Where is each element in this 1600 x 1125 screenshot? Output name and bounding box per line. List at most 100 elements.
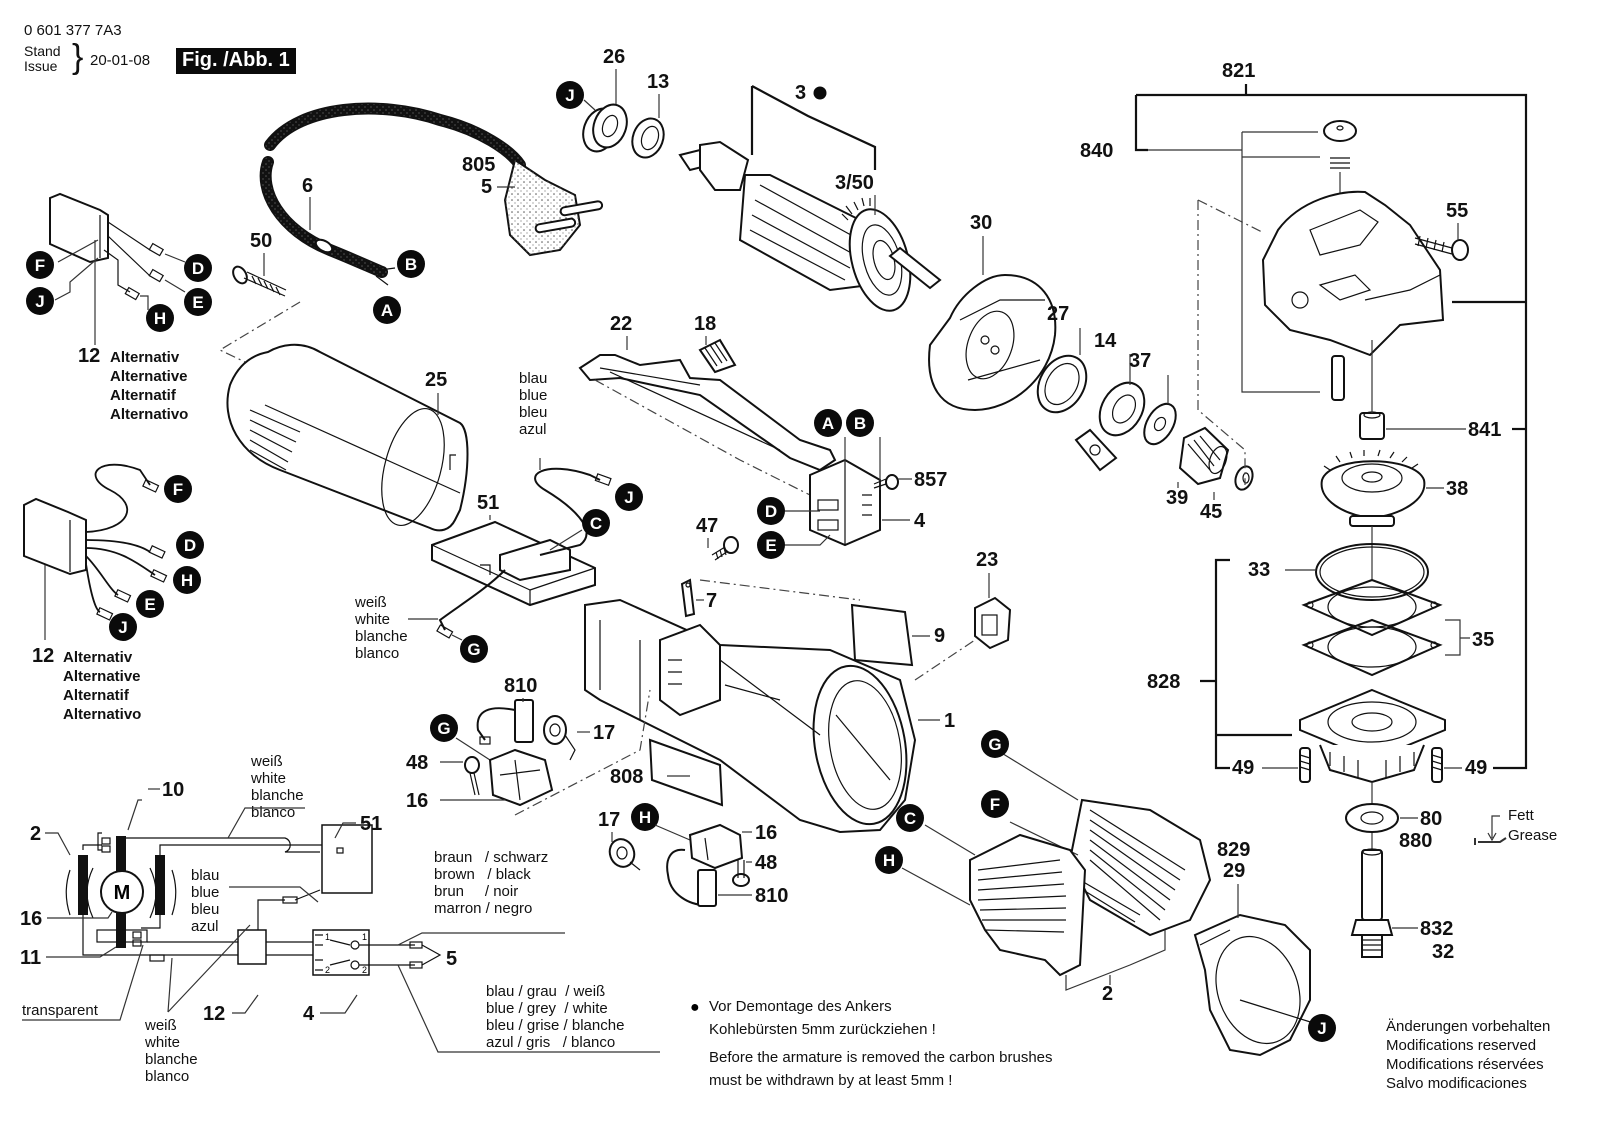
gear-housing-cover <box>1261 120 1445 357</box>
wire-color-white-es: blanco <box>355 645 399 662</box>
switch-terminal-2: 2 <box>362 965 367 975</box>
leader-s16 <box>47 911 113 919</box>
leader-G-51 <box>451 634 463 641</box>
wire-color-brown-de: braun / schwarz <box>434 849 548 866</box>
schematic-white-bottom-fr: blanche <box>145 1051 198 1068</box>
alt-label-en: Alternative <box>63 668 141 685</box>
svg-text:G: G <box>467 640 480 659</box>
leader-s51 <box>334 822 356 839</box>
pin-840 <box>1331 355 1345 401</box>
part-number-828: 828 <box>1147 671 1180 693</box>
svg-text:D: D <box>765 502 777 521</box>
connector-badge-H: H <box>146 304 174 332</box>
brush-holder-16-left <box>488 748 554 807</box>
alt-capacitor-12-bottom <box>23 463 168 640</box>
svg-text:E: E <box>144 595 155 614</box>
bracket-828 <box>1200 558 1292 770</box>
connector-badge-H: H <box>173 566 201 594</box>
dashdot-gear-axis <box>1197 200 1246 485</box>
part-number-80: 80 <box>1420 808 1442 830</box>
disclaimer-de: Änderungen vorbehalten <box>1386 1018 1550 1035</box>
bearing-flange-828 <box>1299 688 1446 784</box>
connector-badge-E: E <box>757 531 785 559</box>
connector-badge-J: J <box>26 287 54 315</box>
part-number-48: 48 <box>755 852 777 874</box>
wire-color-blue-es: azul <box>519 421 547 438</box>
field-coil-lower <box>901 824 1087 977</box>
alt-label-fr: Alternatif <box>63 687 130 704</box>
bearing-flange-27 <box>1036 354 1088 414</box>
o-ring-33 <box>1315 543 1429 601</box>
svg-text:C: C <box>904 809 916 828</box>
motor-label: M <box>114 882 131 904</box>
part-number-4: 4 <box>914 510 926 532</box>
svg-text:H: H <box>639 808 651 827</box>
label-plate-9 <box>850 603 914 667</box>
schematic-part-5: 5 <box>446 948 457 970</box>
schematic-part-4: 4 <box>303 1003 315 1025</box>
part-number-32: 32 <box>1432 941 1454 963</box>
part-number-49-left: 49 <box>1232 757 1254 779</box>
carbon-brush-810-left <box>476 699 534 745</box>
screw-49-left <box>1299 747 1311 783</box>
schematic-part-2: 2 <box>30 823 41 845</box>
switch-terminal-1: 1 <box>362 932 367 942</box>
alt-label-de: Alternativ <box>110 349 180 366</box>
part-number-841: 841 <box>1468 419 1501 441</box>
part-number-39: 39 <box>1166 487 1188 509</box>
svg-text:E: E <box>192 293 203 312</box>
part-number-832: 832 <box>1420 918 1453 940</box>
protection-guard-29 <box>1193 913 1321 1057</box>
grease-label-en: Grease <box>1508 827 1557 844</box>
part-number-1: 1 <box>944 710 955 732</box>
schematic-white-bottom-es: blanco <box>145 1068 189 1085</box>
wire-color-bgw-en: blue / grey / white <box>486 1000 608 1017</box>
washer-80 <box>1345 803 1399 833</box>
wire-color-brown-fr: brun / noir <box>434 883 518 900</box>
capacitor-51 <box>431 520 596 607</box>
power-cable-6 <box>259 102 526 286</box>
svg-text:G: G <box>437 719 450 738</box>
dashdot-rod <box>594 379 811 496</box>
bearing-13 <box>631 117 665 159</box>
svg-text:A: A <box>822 414 834 433</box>
bullet-note-marker <box>813 86 827 100</box>
connector-badge-D: D <box>176 531 204 559</box>
schematic-blue-de: blau <box>191 867 219 884</box>
connector-badge-J: J <box>1308 1014 1336 1042</box>
connector-badge-C: C <box>582 509 610 537</box>
part-number-17: 17 <box>598 809 620 831</box>
svg-text:E: E <box>765 536 776 555</box>
schematic-white-es: blanco <box>251 804 295 821</box>
white-wire <box>438 569 506 631</box>
note-bullet: ● <box>690 999 700 1016</box>
carbon-brush-810-right <box>666 848 717 907</box>
spring-17-left <box>543 715 576 761</box>
part-number-810: 810 <box>504 675 537 697</box>
leader-blue-grey-white <box>397 964 660 1053</box>
wire-color-white-de: weiß <box>354 594 387 611</box>
issue-date: 20-01-08 <box>90 52 151 69</box>
svg-text:D: D <box>184 536 196 555</box>
bearing-26 <box>582 103 628 153</box>
part-number-857: 857 <box>914 469 947 491</box>
switch-rod-22 <box>578 354 837 472</box>
part-number-3-50: 3/50 <box>835 172 874 194</box>
svg-text:F: F <box>173 480 183 499</box>
brace-glyph: } <box>72 38 84 76</box>
leader-s10 <box>127 799 142 831</box>
bracket-35 <box>1445 619 1470 656</box>
part-number-17: 17 <box>593 722 615 744</box>
wire-color-white-fr: blanche <box>355 628 408 645</box>
disclaimer-es: Salvo modificaciones <box>1386 1075 1527 1092</box>
spindle-832 <box>1350 848 1394 958</box>
connector-badge-H: H <box>875 846 903 874</box>
alt-label-es: Alternativo <box>110 406 188 423</box>
part-number-13: 13 <box>647 71 669 93</box>
connector-badge-D: D <box>184 254 212 282</box>
dashdot-brush-left <box>514 689 651 816</box>
schematic-part-51: 51 <box>360 813 382 835</box>
leader-C-51 <box>549 529 583 551</box>
svg-text:C: C <box>590 514 602 533</box>
schematic-part-12: 12 <box>203 1003 225 1025</box>
